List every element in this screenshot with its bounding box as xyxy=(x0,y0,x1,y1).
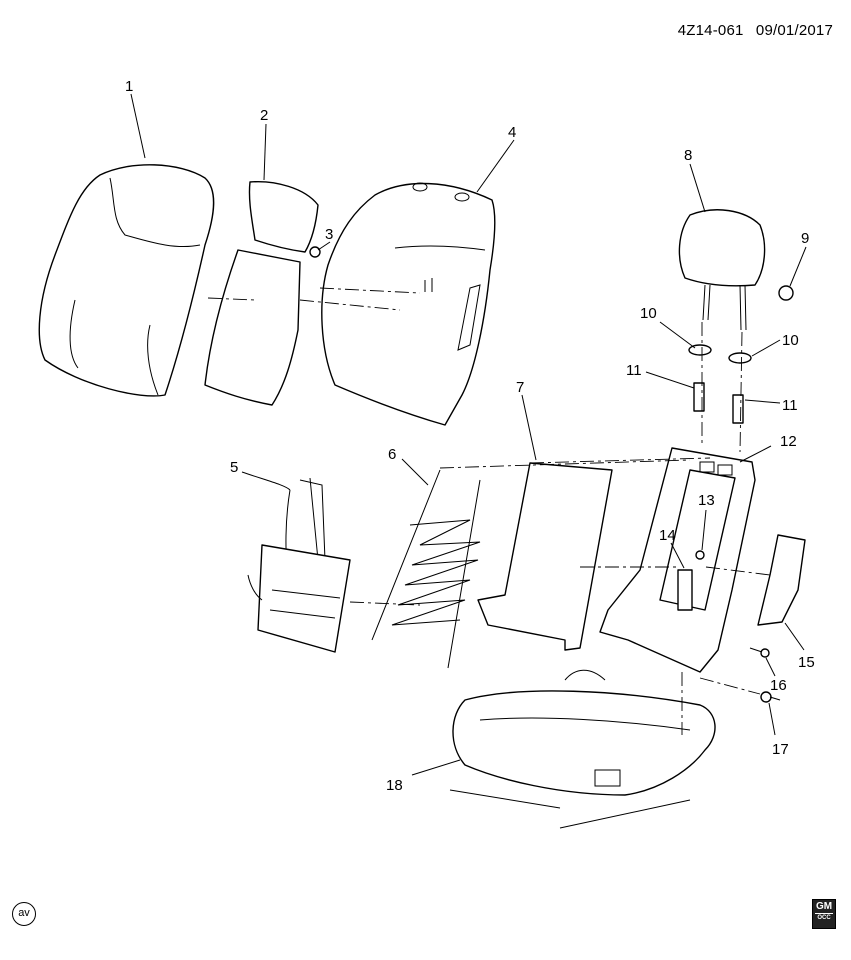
part-16-bolt xyxy=(749,647,770,658)
part-18-seat-cushion xyxy=(449,669,716,829)
alignment-line xyxy=(319,287,421,294)
callout-8: 8 xyxy=(684,147,692,164)
callout-14: 14 xyxy=(659,527,676,544)
alignment-line xyxy=(299,299,401,311)
callout-18: 18 xyxy=(386,777,403,794)
alignment-line xyxy=(705,566,771,576)
part-8-headrest xyxy=(678,209,766,331)
callout-3: 3 xyxy=(325,226,333,243)
alignment-line xyxy=(207,297,256,301)
callout-12: 12 xyxy=(780,433,797,450)
alignment-line xyxy=(699,677,761,695)
part-14-actuator xyxy=(677,569,693,611)
callout-6: 6 xyxy=(388,446,396,463)
part-10-sleeve-right xyxy=(728,352,752,364)
callout-1: 1 xyxy=(125,78,133,95)
callout-5: 5 xyxy=(230,459,238,476)
callout-13: 13 xyxy=(698,492,715,509)
gm-logo: GM OCC xyxy=(812,899,836,929)
callout-11-right: 11 xyxy=(782,397,798,414)
diagram-code: 4Z14-061 xyxy=(677,22,744,39)
part-3-grommet xyxy=(309,246,321,258)
callout-15: 15 xyxy=(798,654,815,671)
callout-10-right: 10 xyxy=(782,332,799,349)
callout-16: 16 xyxy=(770,677,787,694)
part-7-back-board xyxy=(477,462,613,651)
part-15-side-trim xyxy=(757,534,806,626)
callout-2: 2 xyxy=(260,107,268,124)
part-4-seatback-pad xyxy=(321,182,496,426)
callout-10-left: 10 xyxy=(640,305,657,322)
gm-logo-text: GM xyxy=(815,901,833,912)
callout-labels: 1 2 3 4 5 6 7 8 9 10 10 11 11 12 13 14 1… xyxy=(125,78,815,794)
callout-11-left: 11 xyxy=(626,362,642,379)
av-mark: av xyxy=(12,902,36,926)
part-12-seatback-frame xyxy=(599,447,756,673)
callout-17: 17 xyxy=(772,741,789,758)
alignment-line xyxy=(739,331,743,453)
part-13-fastener xyxy=(695,550,705,560)
part-11-guide-left xyxy=(693,382,705,412)
part-17-bolt xyxy=(760,691,781,703)
alignment-line xyxy=(349,601,421,606)
callout-7: 7 xyxy=(516,379,524,396)
part-5-lumbar-support xyxy=(247,477,351,653)
diagram-header: 4Z14-061 09/01/2017 xyxy=(670,22,833,39)
part-11-guide-right xyxy=(732,394,744,424)
part-6-spring-mat xyxy=(371,469,481,669)
callout-leaders xyxy=(130,93,807,776)
diagram-date: 09/01/2017 xyxy=(755,22,833,39)
part-1-seatback-cover xyxy=(38,164,215,397)
callout-9: 9 xyxy=(801,230,809,247)
part-9-knob xyxy=(778,285,794,301)
alignment-line xyxy=(529,457,711,464)
gm-logo-sub: OCC xyxy=(815,913,833,923)
part-2-back-panel xyxy=(204,181,319,406)
callout-4: 4 xyxy=(508,124,516,141)
alignment-line xyxy=(439,459,691,469)
